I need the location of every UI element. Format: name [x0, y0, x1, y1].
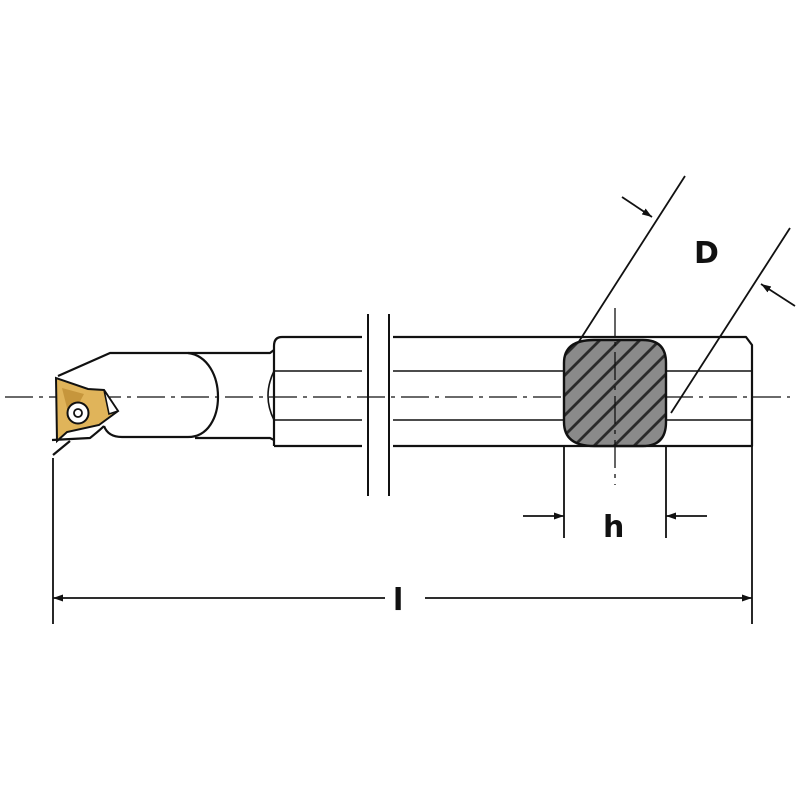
dimension-l	[52, 446, 753, 624]
dimension-D-label: D	[694, 236, 719, 271]
dimension-D	[577, 175, 796, 414]
shank	[272, 335, 754, 448]
dimension-l-label: l	[393, 583, 403, 618]
tool-head	[51, 349, 275, 456]
threading-insert	[54, 376, 120, 444]
dimension-h	[523, 446, 707, 538]
dimension-h-label: h	[603, 510, 624, 545]
shank-flats	[274, 370, 752, 421]
cross-section	[562, 308, 668, 485]
break-lines	[367, 314, 390, 496]
insert-screw-icon	[66, 401, 90, 425]
